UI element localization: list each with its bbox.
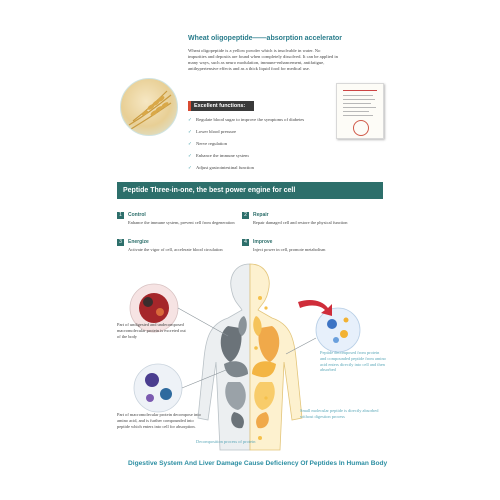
feature-desc: Inject power in cell, promote metabolism [253, 247, 326, 252]
note-left-bottom: Part of macromolecular protein decompose… [117, 412, 201, 429]
function-item: ✓Regulate blood sugar to improve the sym… [188, 117, 305, 123]
wheat-icon [120, 78, 178, 136]
product-description: Wheat oligopeptide is a yellow powder wh… [188, 48, 338, 71]
note-left-top: Part of undigested and undecomposed macr… [117, 322, 186, 339]
feature-title: Control [128, 212, 146, 218]
feature-title: Improve [253, 239, 273, 245]
feature-title: Repair [253, 212, 269, 218]
check-icon: ✓ [188, 118, 192, 123]
function-item: ✓Enhance the immune system [188, 153, 249, 159]
function-item: ✓Adjust gastrointestinal function [188, 165, 254, 171]
function-item: ✓Nerve regulation [188, 141, 227, 147]
feature-desc: Enhance the immune system, prevent cell … [128, 220, 235, 225]
banner-title: Peptide Three-in-one, the best power eng… [123, 187, 296, 194]
feature-desc: Activate the vigor of cell, accelerate b… [128, 247, 223, 252]
banner [117, 182, 383, 199]
feature-number: 1 [117, 212, 124, 219]
feature-number: 2 [242, 212, 249, 219]
note-right-bottom: Small molecular peptide is directly abso… [300, 408, 379, 419]
feature-title: Energize [128, 239, 149, 245]
functions-header: Excellent functions: [188, 101, 254, 111]
feature-number: 4 [242, 239, 249, 246]
function-item: ✓Lower blood pressure [188, 129, 237, 135]
arrow-icon [298, 300, 332, 316]
feature-desc: Repair damaged cell and restore the phys… [253, 220, 348, 225]
feature-number: 3 [117, 239, 124, 246]
bottom-caption: Digestive System And Liver Damage Cause … [128, 460, 388, 467]
note-right-top: Peptide decomposed from protein and comp… [320, 350, 386, 373]
check-icon: ✓ [188, 166, 192, 171]
check-icon: ✓ [188, 130, 192, 135]
certificate-icon [336, 83, 384, 139]
section-title: Wheat oligopeptide——absorption accelerat… [188, 35, 343, 42]
body-icon [129, 263, 361, 451]
check-icon: ✓ [188, 142, 192, 147]
check-icon: ✓ [188, 154, 192, 159]
stamp-icon [353, 120, 369, 136]
process-caption: Decomposition process of protein [196, 439, 256, 444]
